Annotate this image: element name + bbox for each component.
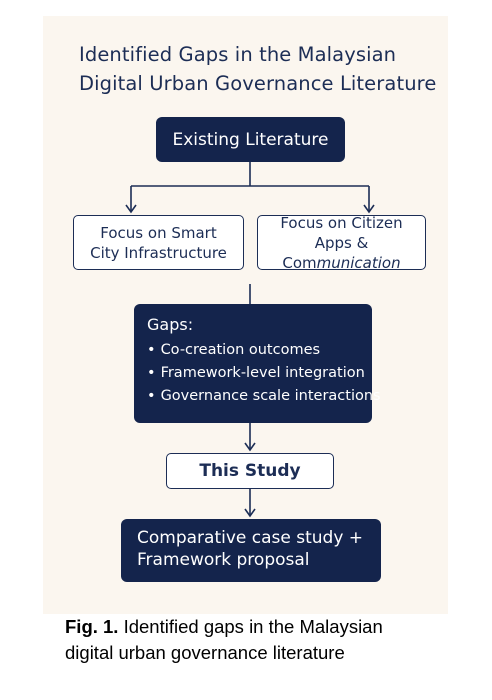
citizen-line-2: Apps & Communication xyxy=(258,233,425,273)
gaps-item-governance: Governance scale interactions xyxy=(147,385,381,408)
arrowhead-outcome xyxy=(244,508,256,518)
title-line-2: Digital Urban Governance Literature xyxy=(79,72,437,95)
citizen-line-2-part-a: Apps & Com xyxy=(282,233,369,272)
gaps-box: Gaps: Co-creation outcomes Framework-lev… xyxy=(134,304,381,423)
citizen-apps-box: Focus on Citizen Apps & Communication xyxy=(257,213,426,273)
arrowhead-study xyxy=(244,442,256,452)
smart-city-line-1: Focus on Smart xyxy=(100,223,217,242)
smart-city-box: Focus on Smart City Infrastructure xyxy=(73,215,244,270)
outcome-box: Comparative case study + Framework propo… xyxy=(121,519,381,582)
gaps-label: Gaps: xyxy=(147,315,194,334)
caption-line-1: Fig. 1. Identified gaps in the Malaysian xyxy=(65,614,465,640)
caption-line-2: digital urban governance literature xyxy=(65,642,345,663)
existing-literature-box: Existing Literature xyxy=(156,117,345,162)
diagram-title: Identified Gaps in the Malaysian Digital… xyxy=(79,40,459,98)
gaps-item-co-creation: Co-creation outcomes xyxy=(147,339,372,362)
title-line-1: Identified Gaps in the Malaysian xyxy=(79,43,397,66)
this-study-box: This Study xyxy=(166,453,334,489)
citizen-line-2-part-b: munication xyxy=(316,253,401,272)
caption-label: Fig. 1. xyxy=(65,616,119,637)
citizen-line-1: Focus on Citizen xyxy=(280,213,403,232)
this-study-label: This Study xyxy=(199,461,301,481)
arrowhead-left xyxy=(125,204,137,214)
gaps-list: Co-creation outcomes Framework-level int… xyxy=(147,339,381,408)
caption-text-1: Identified gaps in the Malaysian xyxy=(118,616,383,637)
outcome-line-1: Comparative case study + xyxy=(137,528,364,548)
outcome-line-2: Framework proposal xyxy=(137,550,310,570)
existing-literature-label: Existing Literature xyxy=(172,129,329,150)
smart-city-line-2: City Infrastructure xyxy=(90,243,227,262)
arrowhead-right xyxy=(363,204,375,214)
figure-caption: Fig. 1. Identified gaps in the Malaysian… xyxy=(65,614,465,666)
gaps-item-framework: Framework-level integration xyxy=(147,362,372,385)
